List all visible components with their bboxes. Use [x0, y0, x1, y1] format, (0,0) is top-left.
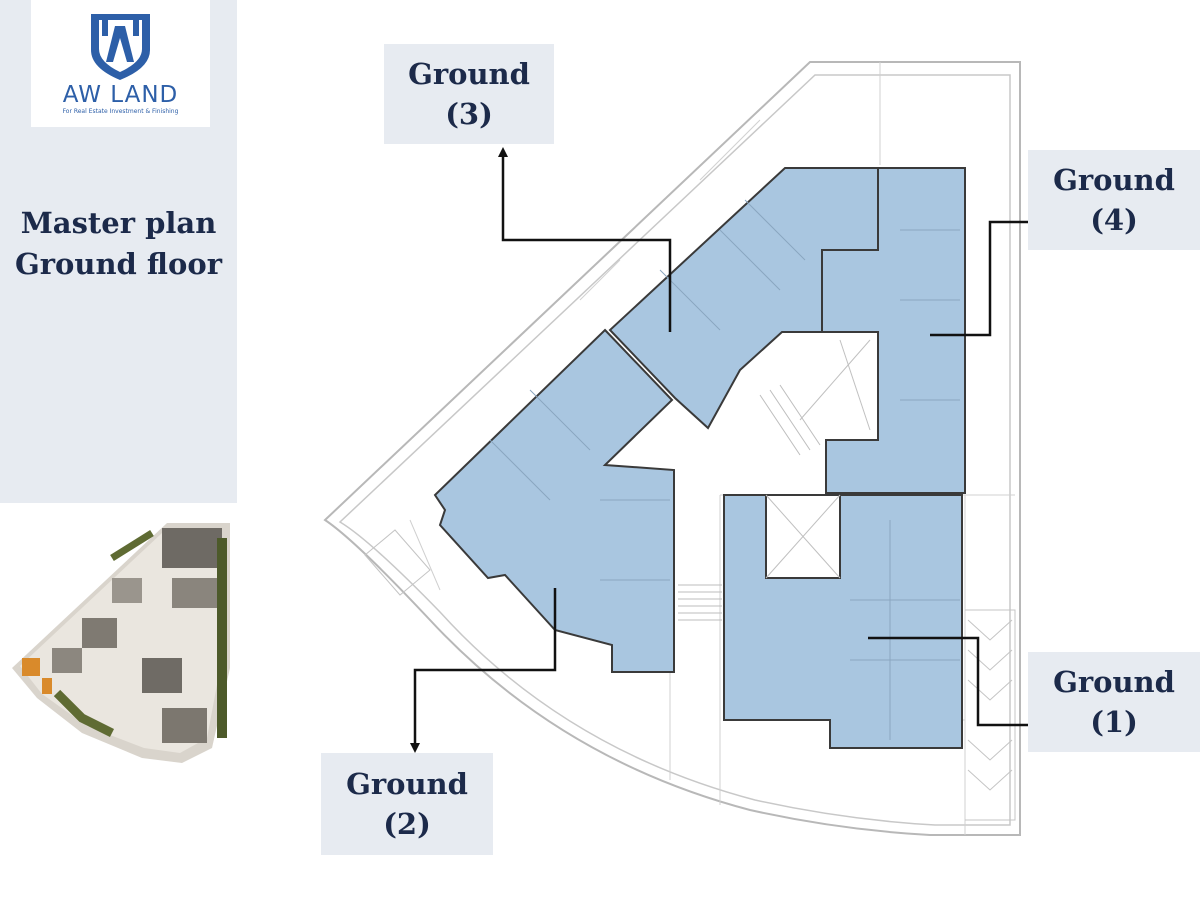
label-ground-4: Ground (4) [1028, 150, 1200, 250]
label-ground-4-line-1: Ground [1053, 163, 1175, 197]
brand-tagline: For Real Estate Investment & Finishing [62, 108, 179, 115]
title-line-1: Master plan [20, 206, 217, 240]
leader-ground-4 [930, 220, 1040, 337]
label-ground-1-line-2: (1) [1090, 705, 1138, 739]
label-ground-3-line-2: (3) [445, 97, 493, 131]
label-ground-2-line-1: Ground [346, 767, 468, 801]
label-ground-2-line-2: (2) [383, 807, 431, 841]
brand-name: AW LAND [62, 82, 179, 108]
ground-floor-plan [323, 61, 1040, 836]
sidebar-panel: AW LAND For Real Estate Investment & Fin… [0, 0, 237, 503]
title-line-2: Ground floor [15, 247, 222, 281]
label-ground-4-line-2: (4) [1090, 203, 1138, 237]
floor-3d-thumbnail [12, 523, 230, 763]
label-ground-3: Ground (3) [384, 44, 554, 144]
logo-card: AW LAND For Real Estate Investment & Fin… [31, 0, 210, 127]
unit-ground-2 [433, 328, 675, 673]
unit-ground-1 [723, 494, 963, 749]
label-ground-2: Ground (2) [321, 753, 493, 855]
page-title: Master plan Ground floor [0, 203, 237, 285]
label-ground-1-line-1: Ground [1053, 665, 1175, 699]
unit-ground-4 [821, 167, 966, 494]
brand-logo-icon [91, 14, 150, 80]
leader-ground-3 [501, 155, 672, 332]
leader-ground-2 [413, 588, 557, 745]
label-ground-3-line-1: Ground [408, 57, 530, 91]
label-ground-1: Ground (1) [1028, 652, 1200, 752]
